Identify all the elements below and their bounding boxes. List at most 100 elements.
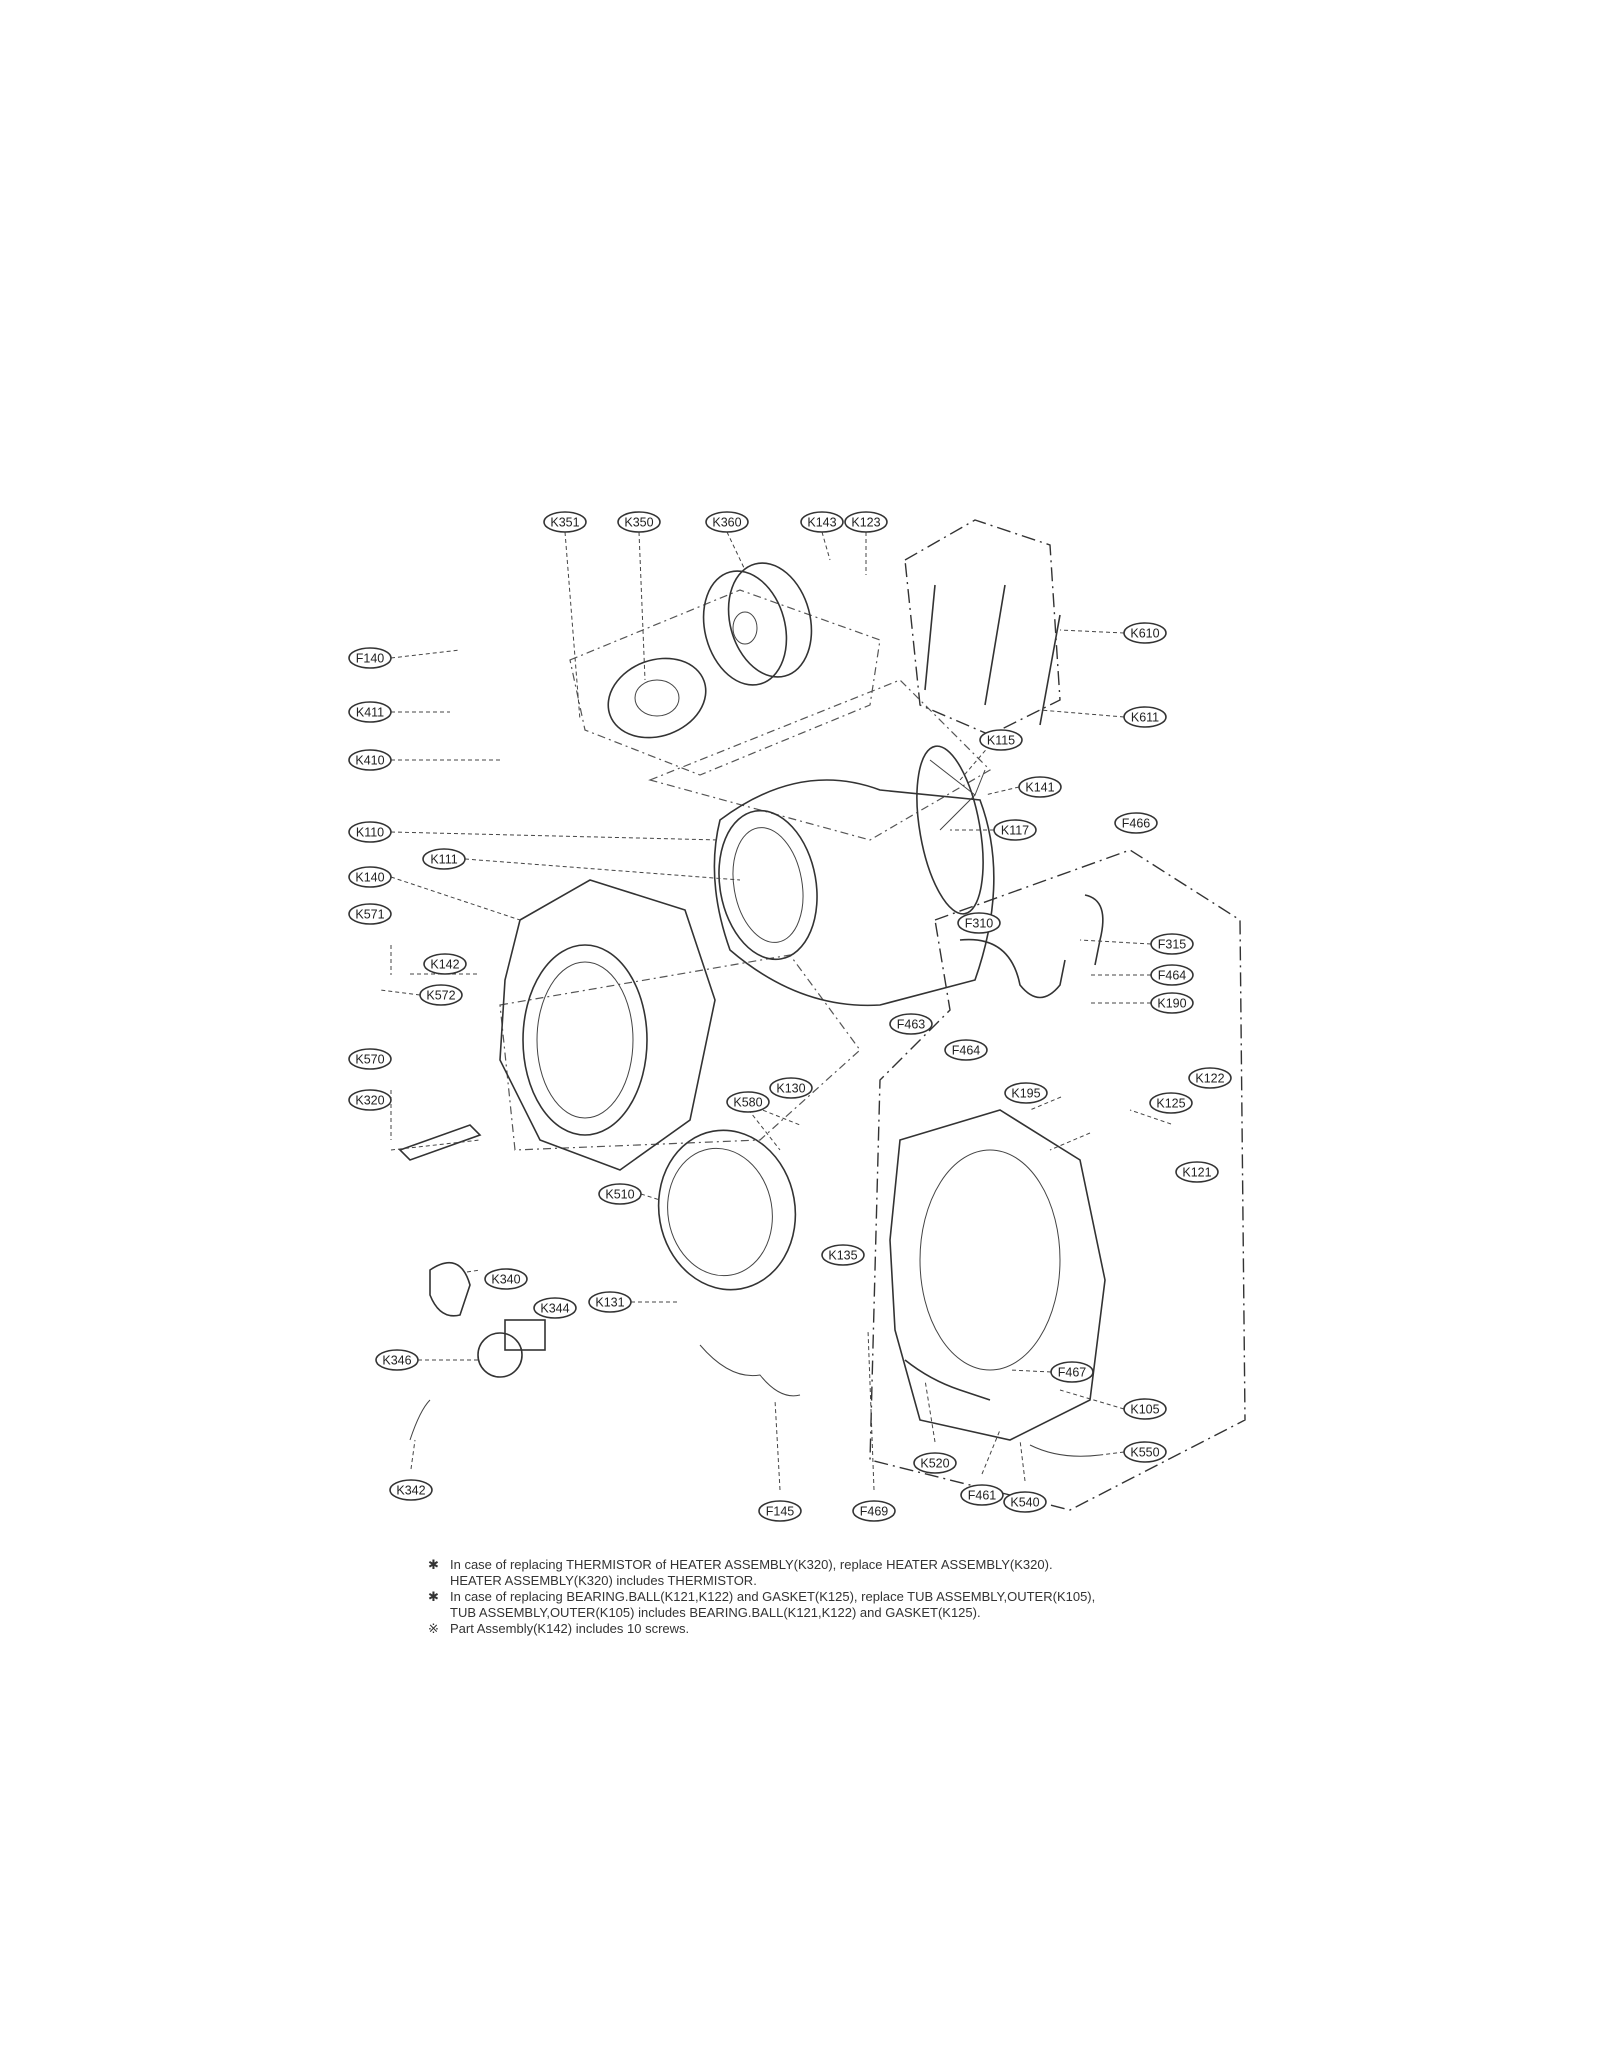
svg-text:K411: K411 <box>356 706 384 720</box>
svg-text:K346: K346 <box>382 1354 411 1368</box>
callout-F469: F469 <box>852 1500 896 1522</box>
footnote-bearing: ✱In case of replacing BEARING.BALL(K121,… <box>428 1589 1328 1605</box>
drum-group-outline <box>648 679 991 841</box>
rotor-part <box>702 562 813 686</box>
callout-K571: K571 <box>348 903 392 925</box>
front-tub-part <box>499 879 716 1171</box>
callout-K342: K342 <box>389 1479 433 1501</box>
footnote-screws: ※Part Assembly(K142) includes 10 screws. <box>428 1621 1328 1637</box>
front-tub-group-outline <box>499 954 861 1151</box>
pump-cover-part <box>429 1261 471 1317</box>
callout-K346: K346 <box>375 1349 419 1371</box>
svg-text:K510: K510 <box>605 1188 634 1202</box>
callout-K130: K130 <box>769 1077 813 1099</box>
callout-K125: K125 <box>1149 1092 1193 1114</box>
wire-part <box>409 1399 431 1441</box>
svg-text:K550: K550 <box>1130 1446 1159 1460</box>
callout-F315: F315 <box>1150 933 1194 955</box>
svg-text:K143: K143 <box>807 516 836 530</box>
svg-text:K105: K105 <box>1130 1403 1159 1417</box>
callout-K110: K110 <box>348 821 392 843</box>
callout-K350: K350 <box>617 511 661 533</box>
callout-K570: K570 <box>348 1048 392 1070</box>
callout-F461: F461 <box>960 1484 1004 1506</box>
svg-text:K123: K123 <box>851 516 880 530</box>
callout-K141: K141 <box>1018 776 1062 798</box>
svg-text:K610: K610 <box>1130 627 1159 641</box>
leader-lines <box>379 531 1172 1491</box>
svg-text:K190: K190 <box>1157 997 1186 1011</box>
callout-F464-upper: F464 <box>1150 964 1194 986</box>
svg-text:K130: K130 <box>776 1082 805 1096</box>
svg-text:F464: F464 <box>1158 969 1187 983</box>
svg-text:K122: K122 <box>1195 1072 1224 1086</box>
svg-text:K115: K115 <box>987 734 1015 748</box>
svg-text:K140: K140 <box>355 871 384 885</box>
callout-K360: K360 <box>705 511 749 533</box>
svg-text:K570: K570 <box>355 1053 384 1067</box>
svg-text:F310: F310 <box>965 917 994 931</box>
svg-text:F469: F469 <box>860 1505 889 1519</box>
door-gasket-part <box>657 1129 797 1291</box>
svg-text:K135: K135 <box>828 1249 857 1263</box>
tub-assembly-group-outline <box>869 849 1246 1511</box>
svg-text:K131: K131 <box>595 1296 624 1310</box>
svg-text:K110: K110 <box>356 826 384 840</box>
callout-F467: F467 <box>1050 1361 1094 1383</box>
svg-text:K111: K111 <box>430 853 457 867</box>
footnote-symbol: ✱ <box>428 1557 439 1572</box>
svg-text:F461: F461 <box>968 1489 997 1503</box>
svg-text:K141: K141 <box>1025 781 1054 795</box>
svg-text:K121: K121 <box>1182 1166 1211 1180</box>
svg-text:K410: K410 <box>355 754 384 768</box>
callout-K520: K520 <box>913 1452 957 1474</box>
svg-text:K320: K320 <box>355 1094 384 1108</box>
footnote-line: TUB ASSEMBLY,OUTER(K105) includes BEARIN… <box>450 1605 981 1620</box>
footnote-heater: ✱In case of replacing THERMISTOR of HEAT… <box>428 1557 1328 1573</box>
shock-absorber-group-outline <box>904 519 1061 736</box>
svg-text:F145: F145 <box>766 1505 795 1519</box>
callout-F463: F463 <box>889 1013 933 1035</box>
callout-F310: F310 <box>957 912 1001 934</box>
heater-part <box>398 1124 482 1161</box>
svg-text:K195: K195 <box>1011 1087 1040 1101</box>
callout-K190: K190 <box>1150 992 1194 1014</box>
svg-text:K571: K571 <box>355 908 384 922</box>
svg-text:K540: K540 <box>1010 1496 1039 1510</box>
svg-text:F466: F466 <box>1122 817 1151 831</box>
callout-F466: F466 <box>1114 812 1158 834</box>
svg-text:K142: K142 <box>430 958 459 972</box>
callout-K344: K344 <box>533 1297 577 1319</box>
drain-hose-part <box>904 894 1104 1401</box>
shock-absorbers-part <box>924 584 1061 726</box>
svg-text:F467: F467 <box>1058 1366 1087 1380</box>
stator-rotor-group-outline <box>569 589 881 776</box>
svg-text:K344: K344 <box>540 1302 569 1316</box>
callout-K580: K580 <box>726 1091 770 1113</box>
svg-text:F140: F140 <box>356 652 385 666</box>
drain-pump-part <box>477 1319 546 1378</box>
callout-K111: K111 <box>422 848 466 870</box>
svg-text:K611: K611 <box>1131 711 1159 725</box>
callout-K340: K340 <box>484 1268 528 1290</box>
svg-text:K572: K572 <box>426 989 455 1003</box>
svg-text:K360: K360 <box>712 516 741 530</box>
callout-K143: K143 <box>800 511 844 533</box>
svg-text:K351: K351 <box>550 516 579 530</box>
callout-K105: K105 <box>1123 1398 1167 1420</box>
callout-K411: K411 <box>348 701 392 723</box>
svg-text:K340: K340 <box>491 1273 520 1287</box>
footnote-line: Part Assembly(K142) includes 10 screws. <box>450 1621 690 1636</box>
drum-part <box>713 745 995 1007</box>
footnote-symbol: ✱ <box>428 1589 439 1604</box>
svg-text:K125: K125 <box>1156 1097 1185 1111</box>
callout-K122: K122 <box>1188 1067 1232 1089</box>
footnote-heater-cont: HEATER ASSEMBLY(K320) includes THERMISTO… <box>428 1573 1328 1589</box>
callout-F140: F140 <box>348 647 392 669</box>
callout-K611: K611 <box>1123 706 1167 728</box>
svg-text:K350: K350 <box>624 516 653 530</box>
callout-K117: K117 <box>993 819 1037 841</box>
callout-K320: K320 <box>348 1089 392 1111</box>
svg-text:K520: K520 <box>920 1457 949 1471</box>
